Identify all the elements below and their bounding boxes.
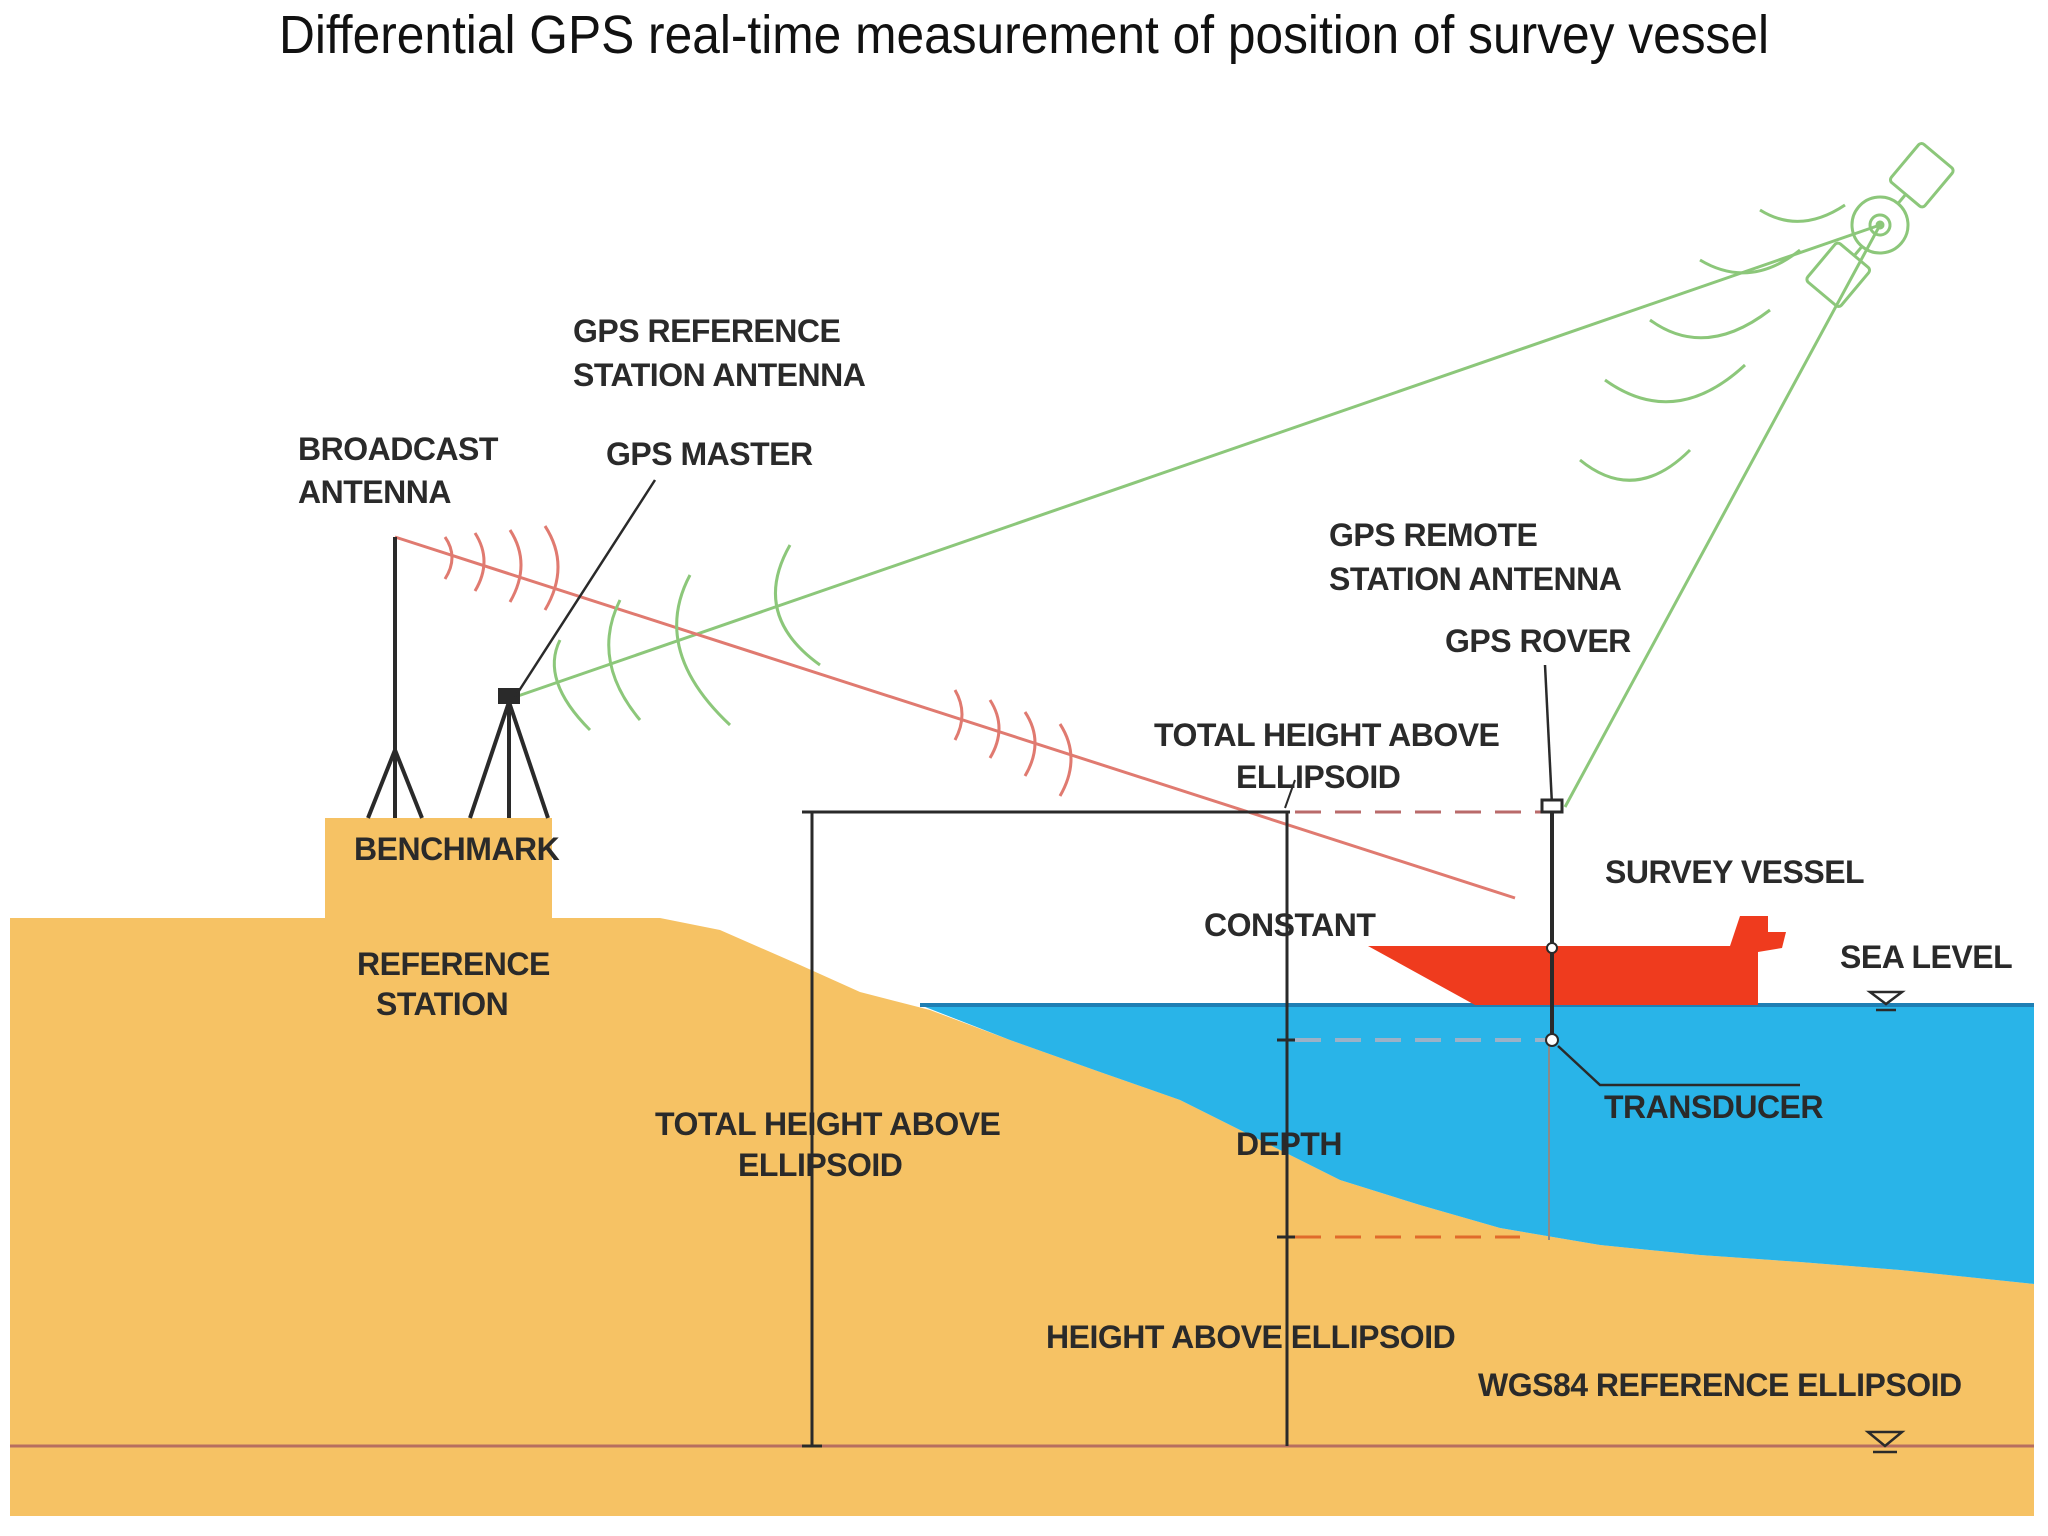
broadcast-signal-line xyxy=(394,535,1516,900)
sea-level-label: SEA LEVEL xyxy=(1840,939,2012,975)
total-height-top-leader xyxy=(1284,779,1296,809)
land-terrain xyxy=(10,818,2034,1516)
gps-rover-antenna-icon xyxy=(1540,798,1564,814)
survey-vessel-hull xyxy=(1368,916,1786,1005)
broadcast-antenna-label-line1: BROADCAST xyxy=(298,431,499,467)
tripod-icon xyxy=(468,688,550,819)
gps-remote-label-line2: STATION ANTENNA xyxy=(1329,561,1622,597)
total-height-top-label-line1: TOTAL HEIGHT ABOVE xyxy=(1154,717,1500,753)
satellite-to-master-line xyxy=(514,223,1881,699)
total-height-left-label-line1: TOTAL HEIGHT ABOVE xyxy=(655,1106,1001,1142)
gps-reference-label-line2: STATION ANTENNA xyxy=(573,357,866,393)
total-height-top-label-line2: ELLIPSOID xyxy=(1236,759,1400,795)
constant-label: CONSTANT xyxy=(1204,907,1376,943)
survey-vessel-label: SURVEY VESSEL xyxy=(1605,854,1864,890)
gps-master-leader-line xyxy=(513,479,657,698)
water-level-marker-icon xyxy=(1866,990,1906,1012)
transducer-label: TRANSDUCER xyxy=(1604,1089,1823,1125)
satellite-to-rover-line xyxy=(1563,224,1882,808)
gps-rover-leader-line xyxy=(1543,664,1554,806)
broadcast-antenna-label-line2: ANTENNA xyxy=(298,474,451,510)
total-height-left-label-line2: ELLIPSOID xyxy=(738,1147,902,1183)
height-above-ellipsoid-label: HEIGHT ABOVE ELLIPSOID xyxy=(1046,1319,1455,1355)
reference-station-label-line1: REFERENCE xyxy=(357,946,550,982)
gps-rover-label: GPS ROVER xyxy=(1445,623,1631,659)
broadcast-antenna xyxy=(366,537,424,819)
benchmark-label: BENCHMARK xyxy=(354,831,560,867)
rover-joint xyxy=(1546,942,1558,954)
transducer-icon xyxy=(1545,1033,1559,1047)
reference-station-label-line2: STATION xyxy=(376,986,508,1022)
gps-reference-label-line1: GPS REFERENCE xyxy=(573,313,840,349)
depth-label: DEPTH xyxy=(1236,1126,1342,1162)
ellipsoid-level-marker-icon xyxy=(1864,1430,1906,1454)
broadcast-wave-arcs xyxy=(443,525,1073,797)
rover-pole xyxy=(1548,812,1554,1240)
gps-master-label: GPS MASTER xyxy=(606,436,813,472)
transducer-leader-line xyxy=(1557,1045,1800,1087)
satellite-wave-arcs-master xyxy=(552,203,1846,732)
gps-remote-label-line1: GPS REMOTE xyxy=(1329,517,1538,553)
wgs84-label: WGS84 REFERENCE ELLIPSOID xyxy=(1478,1367,1962,1403)
satellite-icon xyxy=(1805,142,1955,308)
sea-water xyxy=(920,1005,2034,1284)
measurement-lines xyxy=(802,810,1297,1448)
diagram-title: Differential GPS real-time measurement o… xyxy=(278,5,1770,65)
